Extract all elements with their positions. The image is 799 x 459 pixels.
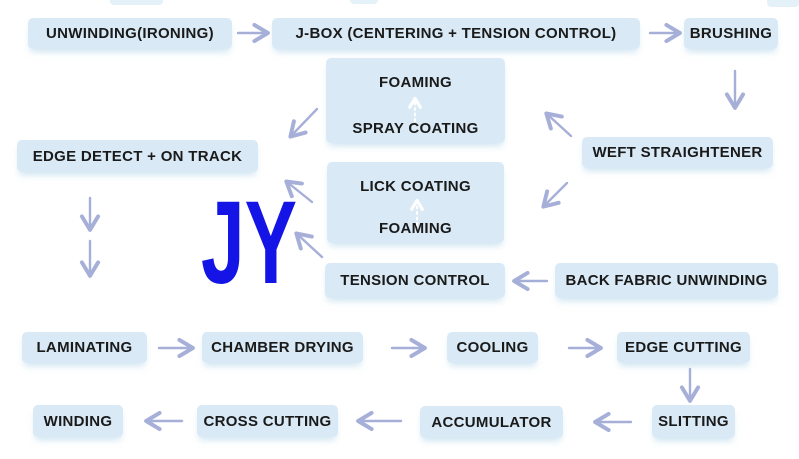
node-label: WINDING: [43, 412, 113, 430]
node-foaming-spray-coating: FOAMING SPRAY COATING: [326, 58, 505, 143]
node-label: SLITTING: [658, 413, 729, 430]
node-slitting: SLITTING: [652, 405, 735, 438]
node-label: BRUSHING: [689, 25, 773, 42]
node-label: UNWINDING(IRONING): [46, 25, 214, 42]
node-label: CROSS CUTTING: [203, 412, 332, 430]
node-lick-coating-foaming: LICK COATING FOAMING: [327, 162, 504, 243]
node-winding: WINDING: [33, 405, 123, 437]
node-label: LAMINATING: [36, 339, 133, 356]
node-brushing: BRUSHING: [684, 18, 778, 49]
flow-arrow: [288, 107, 319, 139]
node-label: TENSION CONTROL: [340, 272, 490, 289]
flow-arrow: [541, 181, 569, 209]
node-label: EDGE CUTTING: [625, 339, 742, 356]
node-unwinding-ironing: UNWINDING(IRONING): [28, 18, 232, 49]
node-edge-detect-on-track: EDGE DETECT + ON TRACK: [17, 140, 258, 172]
node-back-fabric-unwinding: BACK FABRIC UNWINDING: [555, 263, 778, 298]
node-label: J-BOX (CENTERING + TENSION CONTROL): [295, 25, 617, 42]
node-label: BACK FABRIC UNWINDING: [565, 272, 768, 289]
node-label: COOLING: [456, 339, 529, 356]
flow-arrow: [294, 231, 324, 259]
node-label: WEFT STRAIGHTENER: [592, 144, 763, 161]
cropped-box-stub: [110, 0, 163, 5]
node-cross-cutting: CROSS CUTTING: [197, 405, 338, 437]
node-label: ACCUMULATOR: [431, 413, 552, 431]
node-label: CHAMBER DRYING: [211, 339, 354, 356]
node-label: SPRAY COATING: [352, 120, 479, 137]
flow-arrow: [544, 111, 573, 138]
node-chamber-drying: CHAMBER DRYING: [202, 332, 363, 363]
node-laminating: LAMINATING: [22, 332, 147, 363]
node-weft-straightener: WEFT STRAIGHTENER: [582, 137, 773, 168]
cropped-box-stub: [350, 0, 378, 4]
cropped-box-stub: [767, 0, 799, 7]
flow-arrow: [284, 179, 314, 204]
node-label: FOAMING: [379, 220, 452, 237]
jy-logo: JY: [201, 177, 297, 309]
node-label: FOAMING: [379, 74, 452, 91]
node-label: LICK COATING: [360, 178, 471, 195]
node-j-box: J-BOX (CENTERING + TENSION CONTROL): [272, 18, 640, 49]
node-cooling: COOLING: [447, 332, 538, 363]
node-accumulator: ACCUMULATOR: [420, 406, 563, 438]
node-label: EDGE DETECT + ON TRACK: [32, 147, 243, 165]
node-tension-control: TENSION CONTROL: [325, 263, 505, 298]
node-edge-cutting: EDGE CUTTING: [617, 332, 750, 363]
